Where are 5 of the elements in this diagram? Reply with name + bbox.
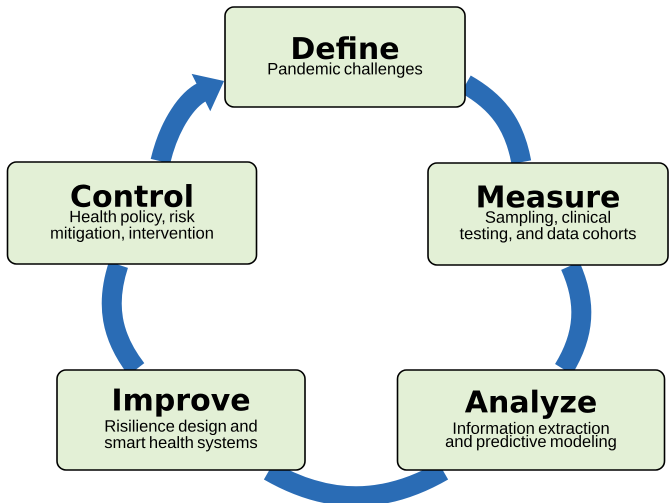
process-box: Analyze Information extraction and predictive modeling <box>396 369 666 471</box>
process-box: Improve Risilience design and smart health systems <box>56 369 306 471</box>
process-box: Measure Sampling, clinical testing, and data cohorts <box>427 162 669 266</box>
process-box: Define Pandemic challenges <box>224 6 466 108</box>
process-box: Control Health policy, risk mitigation, intervention <box>6 161 258 265</box>
